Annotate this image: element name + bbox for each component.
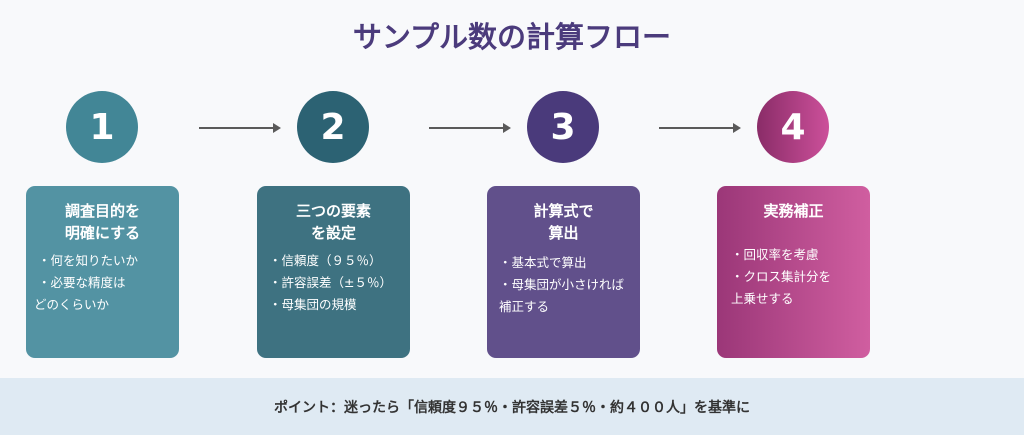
step-title: 計算式で算出	[533, 202, 594, 242]
list-item: ・何を知りたいか	[38, 253, 139, 268]
point-banner: ポイント：迷ったら「信頼度９５％・許容誤差５％・約４００人」を基準に	[0, 378, 1024, 435]
list-item: ・母集団が小さければ	[499, 277, 625, 292]
list-item: ・信頼度（９５％）	[269, 253, 382, 268]
arrow-right-icon	[199, 123, 281, 133]
step-2-circle: 2	[297, 91, 369, 163]
step-title: 調査目的を明確にする	[64, 202, 141, 242]
list-item: 補正する	[499, 299, 550, 314]
step-1-card: 調査目的を明確にする ・何を知りたいか ・必要な精度は どのくらいか	[26, 186, 179, 358]
list-item: ・許容誤差（±５％）	[269, 275, 392, 290]
list-item: どのくらいか	[34, 297, 110, 312]
arrow-right-icon	[659, 123, 741, 133]
step-1-circle: 1	[66, 91, 138, 163]
step-4-circle: 4	[757, 91, 829, 163]
step-title: 実務補正	[763, 202, 824, 220]
list-item: ・必要な精度は	[38, 275, 126, 290]
point-text: ポイント：迷ったら「信頼度９５％・許容誤差５％・約４００人」を基準に	[274, 399, 750, 416]
list-item: ・基本式で算出	[499, 255, 587, 270]
list-item: ・回収率を考慮	[731, 247, 819, 262]
page-title: サンプル数の計算フロー	[352, 20, 672, 54]
step-title: 三つの要素を設定	[295, 202, 371, 242]
list-item: 上乗せする	[731, 291, 794, 306]
step-2-card: 三つの要素を設定 ・信頼度（９５％） ・許容誤差（±５％） ・母集団の規模	[257, 186, 410, 358]
step-3-circle: 3	[527, 91, 599, 163]
step-3-card: 計算式で算出 ・基本式で算出 ・母集団が小さければ 補正する	[487, 186, 640, 358]
arrow-right-icon	[429, 123, 511, 133]
list-item: ・クロス集計分を	[731, 269, 832, 284]
list-item: ・母集団の規模	[269, 297, 357, 312]
step-4-card: 実務補正 ・回収率を考慮 ・クロス集計分を 上乗せする	[717, 186, 870, 358]
